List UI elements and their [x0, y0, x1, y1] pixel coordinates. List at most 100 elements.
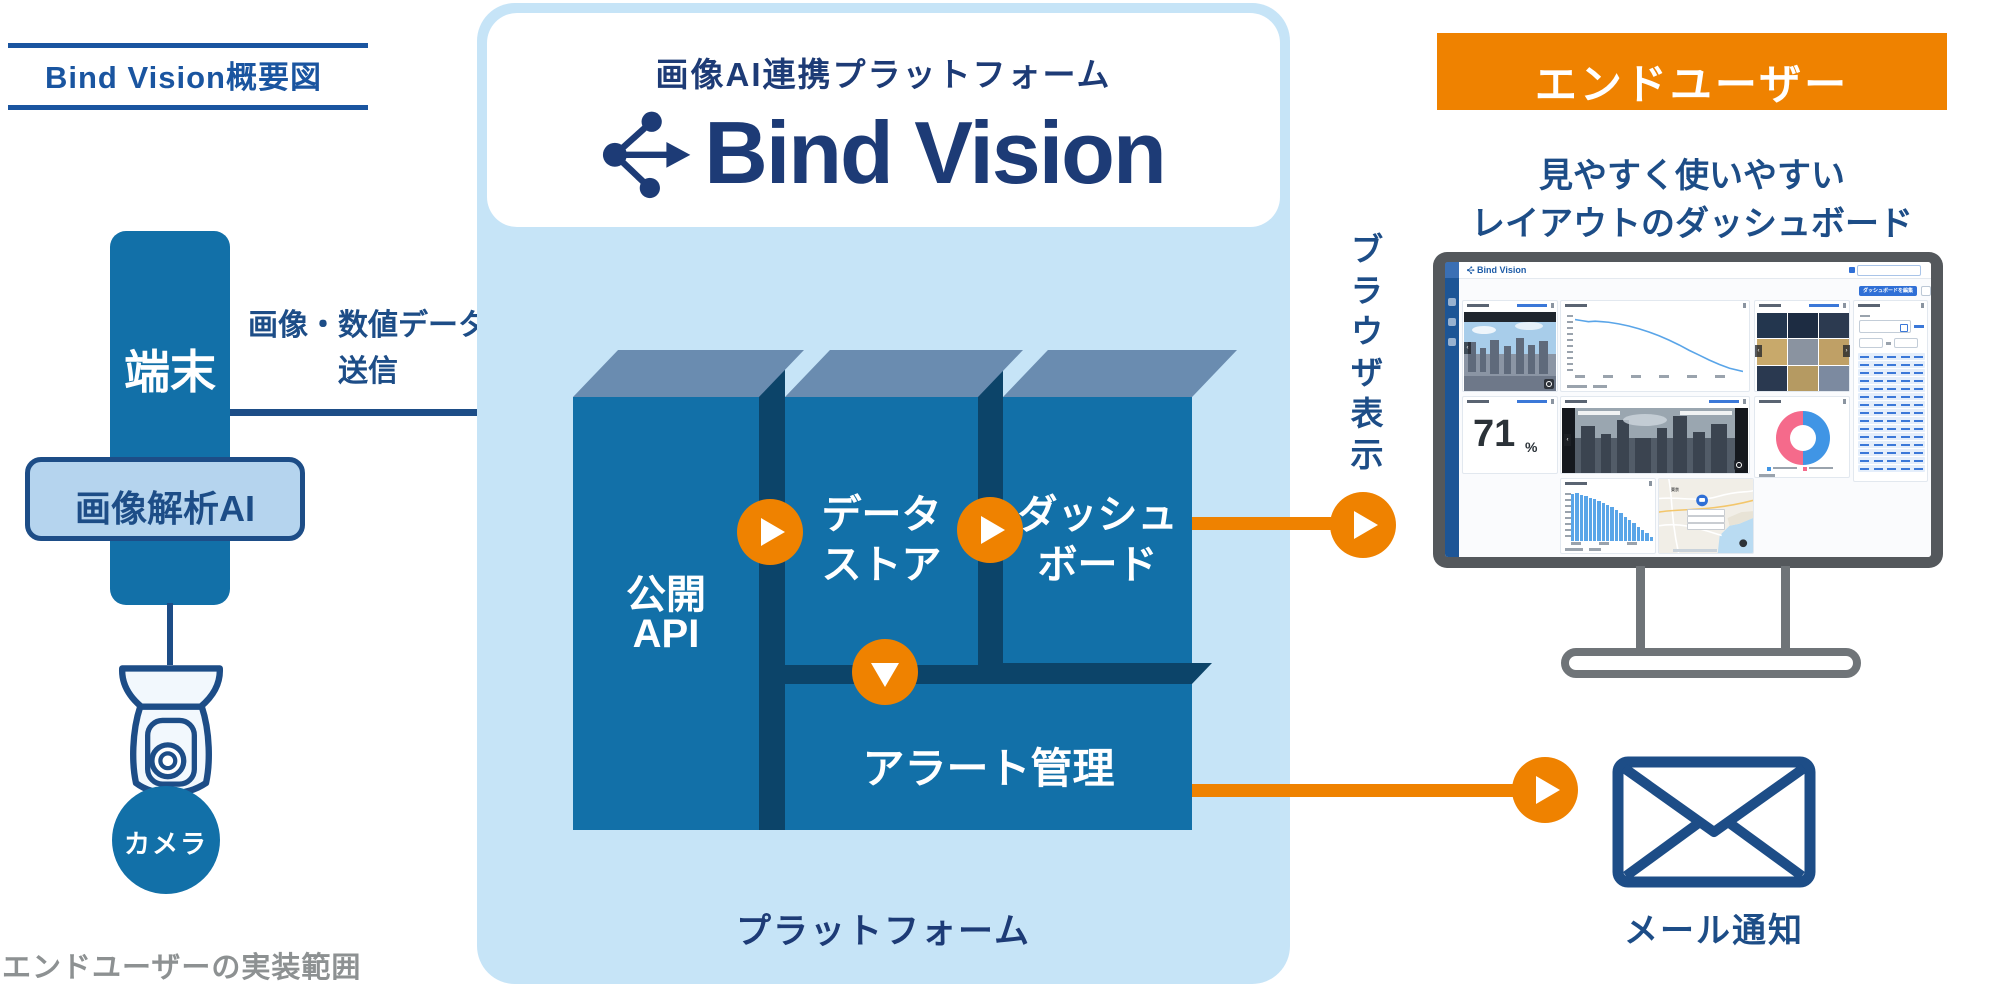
pin-icon[interactable]: [1921, 303, 1924, 308]
dashboard-to-browser-line: [1192, 517, 1345, 530]
platform-caption: プラットフォーム: [736, 912, 1031, 951]
scope-note: エンドユーザーの実装範囲: [2, 952, 362, 984]
platform-subtitle: 画像AI連携プラットフォーム: [655, 56, 1112, 93]
camera-photo-card: ‹: [1462, 300, 1558, 392]
api-box-top: [573, 350, 804, 397]
flow-arrow-store-to-alert: [852, 639, 918, 705]
y-axis-ticks: [1567, 315, 1573, 373]
send-arrow-line: [230, 409, 502, 416]
date-field-label: [1860, 315, 1870, 317]
timestamp-link[interactable]: [1517, 304, 1547, 307]
flow-arrow-api-to-store: [737, 499, 803, 565]
filter-panel-card: [1853, 300, 1928, 482]
range-end-input[interactable]: [1894, 338, 1918, 348]
live-photo-card: ‹: [1560, 396, 1750, 474]
interval-filter-label[interactable]: [1589, 548, 1601, 551]
pin-icon[interactable]: [1843, 399, 1846, 404]
camera-icon: [119, 665, 223, 797]
map-callout[interactable]: [1687, 509, 1725, 516]
notification-icon[interactable]: [1849, 267, 1855, 273]
send-label-line1: 画像・数値データ: [248, 309, 488, 342]
range-separator: [1886, 342, 1891, 345]
timestamp-link[interactable]: [1709, 400, 1739, 403]
line-chart-card: [1560, 300, 1750, 392]
time-filter-label[interactable]: [1565, 548, 1583, 551]
map-callout[interactable]: [1687, 523, 1725, 530]
map-callout[interactable]: [1687, 516, 1725, 523]
dashboard-label-2: ボード: [1037, 543, 1158, 587]
legend-swatch-blue: [1767, 467, 1771, 471]
layout-button[interactable]: [1921, 286, 1931, 296]
card-title-text: [1565, 400, 1587, 403]
pin-icon[interactable]: [1649, 481, 1652, 486]
pin-icon[interactable]: [1551, 303, 1554, 308]
ratio-donut-chart: [1776, 411, 1830, 465]
chevron-left-icon[interactable]: ‹: [1564, 434, 1571, 446]
pin-icon[interactable]: [1843, 303, 1846, 308]
search-input[interactable]: [1857, 265, 1921, 276]
camera-badge-label: カメラ: [123, 829, 208, 859]
sidebar-toggle-icon[interactable]: [1445, 262, 1459, 278]
timestamp-link[interactable]: [1809, 304, 1839, 307]
legend-swatch-pink: [1803, 467, 1807, 471]
data-store-label-2: ストア: [821, 543, 942, 587]
image-ai-box: [25, 457, 305, 541]
footer-text: [1673, 549, 1717, 552]
mini-app-logo: Bind Vision: [1467, 265, 1526, 275]
pin-icon[interactable]: [1743, 303, 1746, 308]
duration-bar-chart: [1571, 493, 1654, 541]
chevron-left-icon[interactable]: ‹: [1755, 345, 1762, 357]
terminal-box: [110, 231, 230, 605]
end-user-sub-1: 見やすく使いやすい: [1539, 157, 1845, 195]
zoom-icon[interactable]: [1544, 379, 1554, 389]
page-title: Bind Vision概要図: [45, 60, 322, 95]
bar-chart-card: [1560, 478, 1656, 554]
calendar-icon[interactable]: [1900, 324, 1908, 332]
sidebar-icon[interactable]: [1448, 298, 1456, 306]
metric-unit: %: [1525, 439, 1538, 455]
flow-arrow-to-browser: [1330, 492, 1396, 558]
public-api-label-2: API: [632, 612, 700, 656]
overlay-caption-left: [1578, 411, 1620, 415]
right-triangle-icon: [761, 518, 785, 546]
map-card[interactable]: 東京: [1658, 478, 1754, 554]
alert-label: アラート管理: [862, 745, 1115, 792]
bind-vision-logo: Bind Vision: [487, 95, 1280, 210]
range-start-input[interactable]: [1859, 338, 1883, 348]
chevron-right-icon[interactable]: ›: [1843, 345, 1850, 357]
interval-filter-label[interactable]: [1593, 385, 1607, 388]
mini-sidebar[interactable]: [1445, 262, 1459, 557]
mini-dashboard: ダッシュボードを編集: [1459, 279, 1931, 557]
right-triangle-icon: [1354, 511, 1378, 539]
card-title-text: [1467, 304, 1489, 307]
chevron-left-icon[interactable]: ‹: [1464, 342, 1471, 354]
sidebar-icon[interactable]: [1448, 338, 1456, 346]
map-city-label: 東京: [1671, 487, 1679, 492]
donut-chart-card: [1754, 396, 1850, 478]
pin-icon[interactable]: [1743, 399, 1746, 404]
box-side-face: [759, 352, 785, 830]
image-ai-label: 画像解析AI: [74, 488, 255, 529]
monitor-stand-leg: [1781, 566, 1790, 650]
public-api-label-1: 公開: [626, 573, 706, 617]
legend-label: [1809, 467, 1833, 469]
card-title-text: [1565, 482, 1587, 485]
time-link-table[interactable]: [1858, 353, 1925, 473]
edit-dashboard-button[interactable]: ダッシュボードを編集: [1859, 286, 1917, 296]
count-link[interactable]: [1914, 325, 1924, 328]
time-filter-label[interactable]: [1567, 385, 1587, 388]
zoom-icon[interactable]: [1734, 460, 1744, 470]
branch-arrow-icon: [1467, 266, 1475, 274]
end-user-header-label: エンドユーザー: [1534, 61, 1850, 108]
y-axis-ticks: [1565, 493, 1571, 541]
mini-app-title: Bind Vision: [1477, 265, 1527, 275]
terminal-label: 端末: [124, 346, 216, 398]
sidebar-icon[interactable]: [1448, 318, 1456, 326]
photo-thumbnails[interactable]: [1757, 313, 1849, 391]
card-title-text: [1759, 304, 1781, 307]
pin-icon[interactable]: [1551, 399, 1554, 404]
end-user-header: [1437, 33, 1947, 110]
date-input[interactable]: [1859, 320, 1911, 333]
timestamp-link[interactable]: [1517, 400, 1547, 403]
filter-label[interactable]: [1759, 474, 1775, 477]
